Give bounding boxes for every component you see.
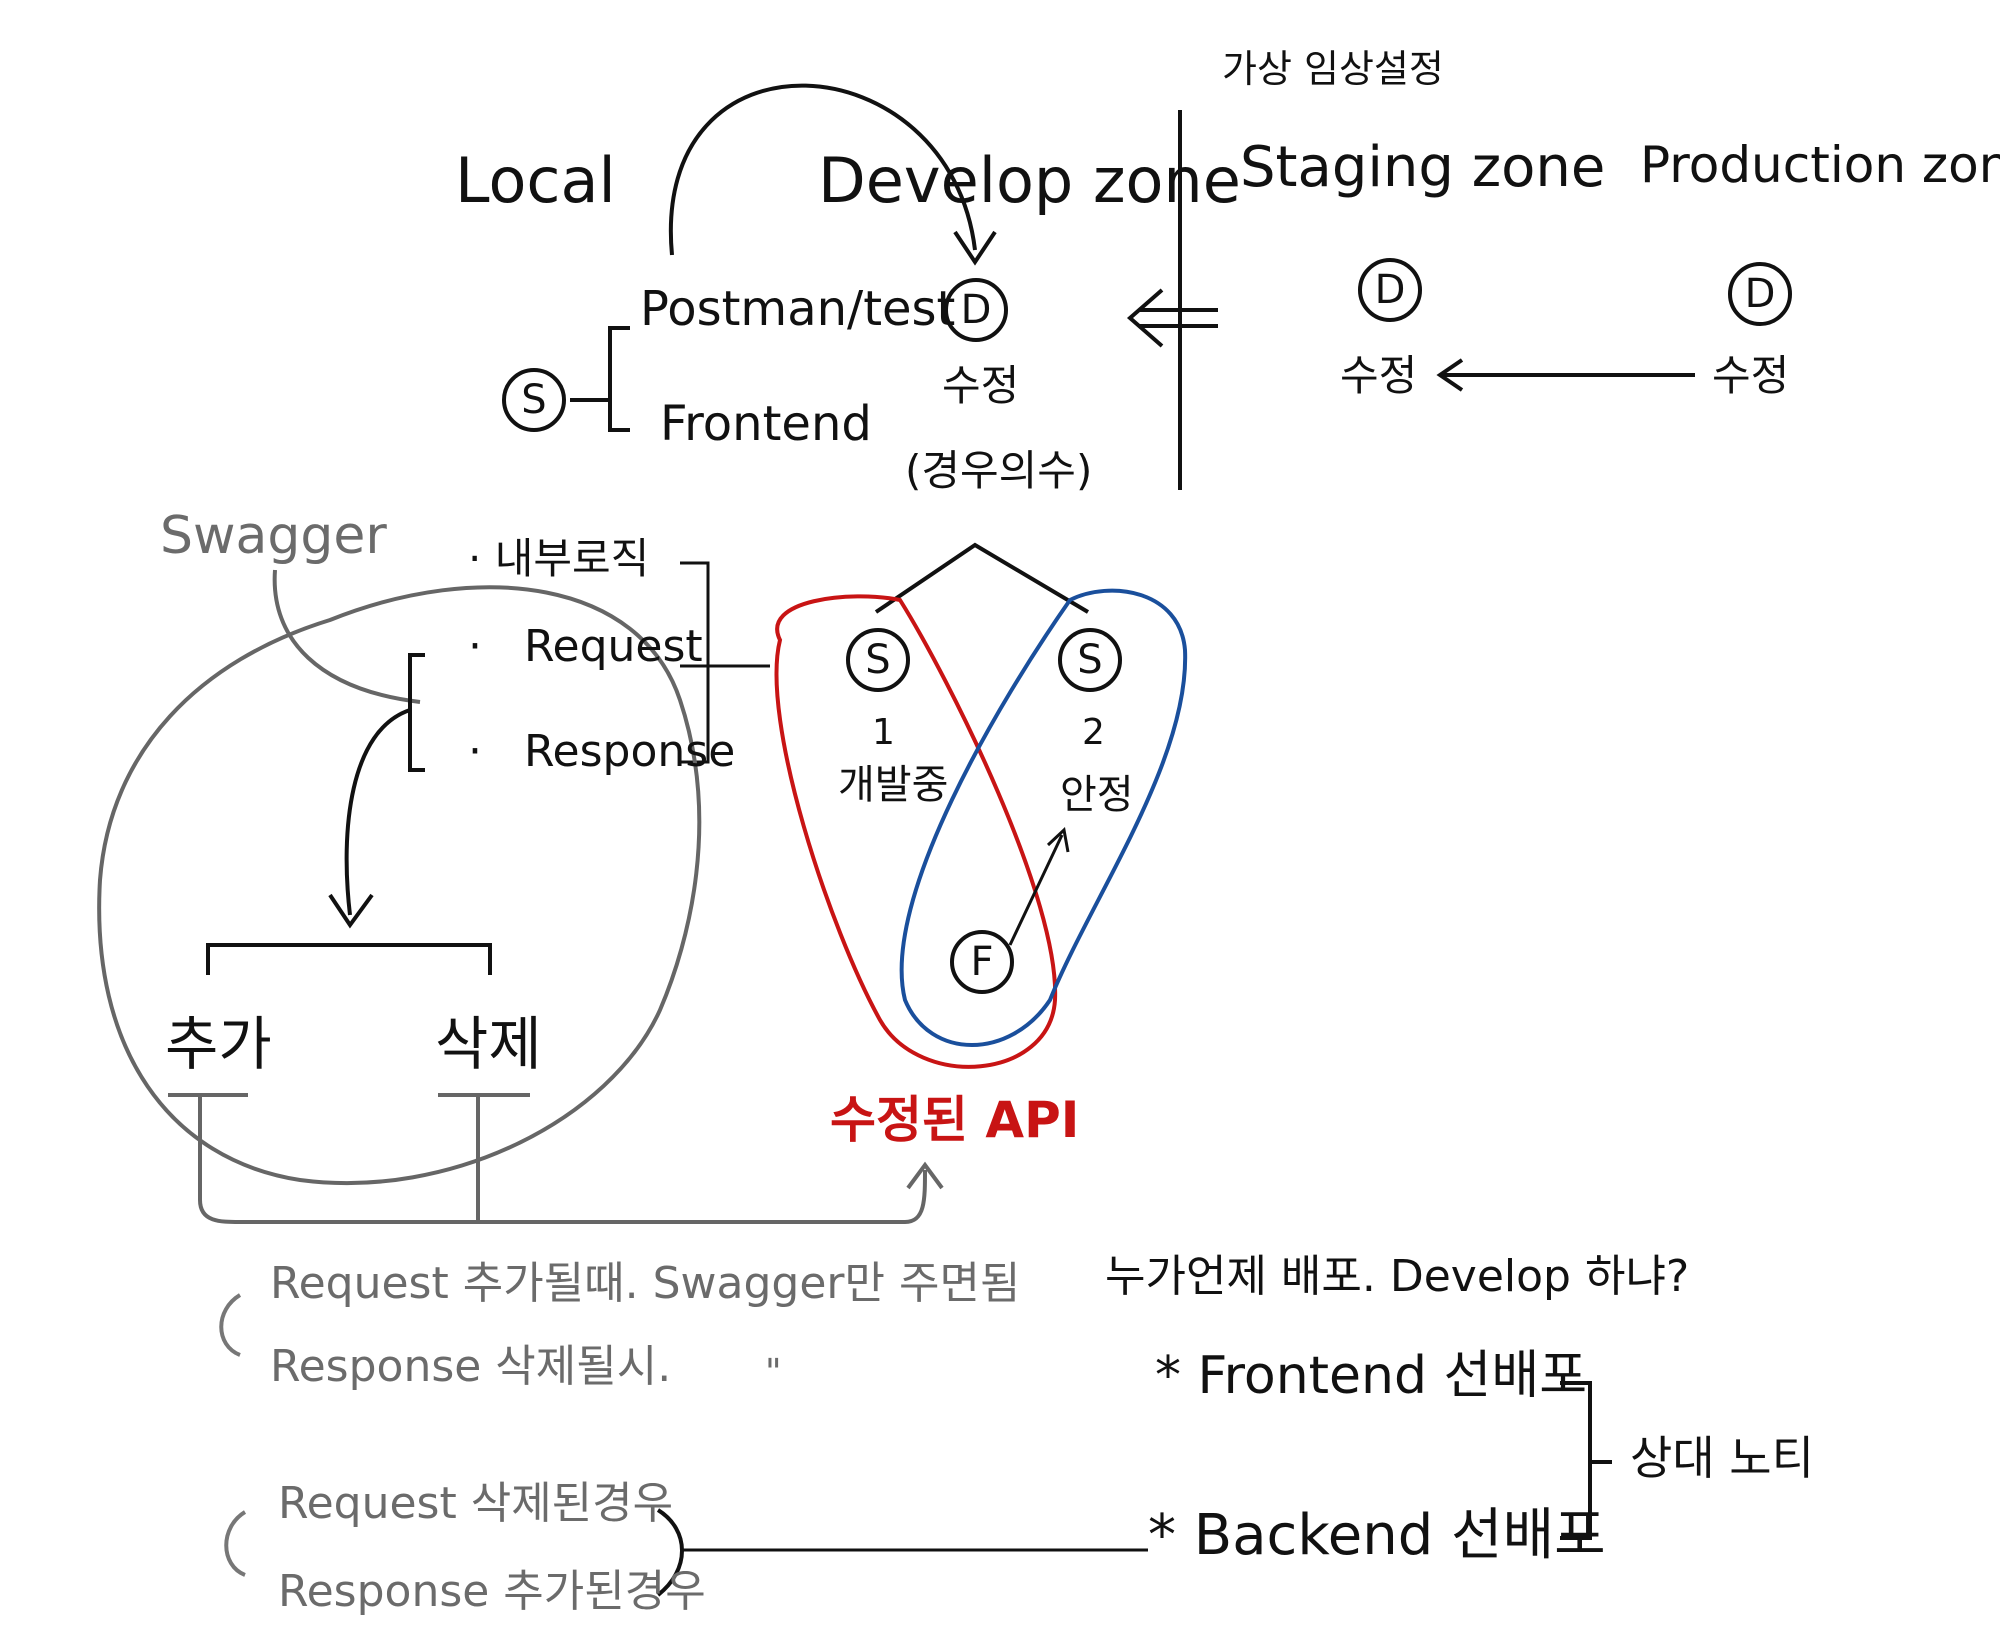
notes1-line2: Response 삭제될시. bbox=[270, 1341, 672, 1392]
add-label: 추가 bbox=[165, 1010, 272, 1078]
local-s-node: S bbox=[502, 368, 566, 432]
swagger-item-internal: · 내부로직 bbox=[468, 534, 650, 583]
red-loop bbox=[774, 594, 1058, 1069]
local-postman: Postman/test bbox=[640, 281, 956, 337]
request-text: Request bbox=[523, 621, 703, 672]
staging-fix: 수정 bbox=[1340, 351, 1418, 400]
s1-number: 1 bbox=[872, 712, 895, 753]
modified-api-label: 수정된 API bbox=[830, 1091, 1080, 1149]
local-bracket bbox=[608, 326, 630, 432]
deploy-question: 누가언제 배포. Develop 하냐? bbox=[1105, 1251, 1690, 1302]
swagger-title: Swagger bbox=[160, 506, 387, 566]
s2-node: S bbox=[1058, 628, 1122, 692]
request-response-bracket bbox=[408, 653, 425, 772]
bracket-down-arrow bbox=[344, 708, 411, 916]
response-text: Response bbox=[523, 726, 736, 777]
blue-loop bbox=[899, 588, 1188, 1047]
notes2-paren bbox=[224, 1510, 247, 1577]
production-d-node: D bbox=[1728, 262, 1792, 326]
relative-notify: 상대 노티 bbox=[1630, 1431, 1814, 1485]
local-frontend: Frontend bbox=[660, 396, 872, 452]
develop-cases: (경우의수) bbox=[905, 446, 1093, 495]
s2-number: 2 bbox=[1082, 712, 1105, 753]
staging-d-node: D bbox=[1358, 258, 1422, 322]
staging-to-develop-double-arrow bbox=[1126, 288, 1218, 348]
swagger-item-request: · Request bbox=[468, 621, 703, 672]
bracket-down-arrowhead bbox=[328, 893, 374, 929]
notes1-ditto: " bbox=[765, 1352, 782, 1393]
notes2-line2: Response 추가된경우 bbox=[278, 1566, 706, 1617]
notes2-close-paren bbox=[656, 1508, 684, 1597]
route-to-modified-api bbox=[198, 1095, 927, 1224]
production-fix: 수정 bbox=[1712, 351, 1790, 400]
zone-local: Local bbox=[455, 144, 616, 217]
postman-to-develop-arc bbox=[668, 83, 977, 256]
notes1-line1: Request 추가될때. Swagger만 주면됨 bbox=[270, 1258, 1021, 1309]
backend-first: * Backend 선배포 bbox=[1148, 1503, 1606, 1568]
s2-label: 안정 bbox=[1060, 772, 1134, 818]
swagger-pointer bbox=[272, 569, 421, 704]
develop-fix: 수정 bbox=[942, 361, 1020, 410]
delete-label: 삭제 bbox=[435, 1010, 542, 1078]
frontend-first: * Frontend 선배포 bbox=[1155, 1346, 1588, 1406]
f-to-s2-arrow bbox=[1008, 834, 1064, 946]
notes2-line1: Request 삭제된경우 bbox=[278, 1478, 674, 1529]
swagger-item-response: · Response bbox=[468, 726, 736, 777]
deploy-options-bracket bbox=[1560, 1381, 1612, 1540]
zone-production: Production zone bbox=[1640, 136, 2000, 194]
zone-staging: Staging zone bbox=[1240, 135, 1606, 200]
virtual-env-note: 가상 임상설정 bbox=[1222, 47, 1444, 91]
s1-label: 개발중 bbox=[838, 762, 949, 808]
arc-arrowhead bbox=[953, 230, 997, 266]
notes1-paren bbox=[219, 1293, 242, 1357]
zone-develop: Develop zone bbox=[818, 144, 1241, 217]
f-node: F bbox=[950, 930, 1014, 994]
add-delete-tree bbox=[206, 943, 492, 975]
develop-tree bbox=[874, 542, 1090, 614]
f-to-s2-arrowhead bbox=[1046, 827, 1070, 853]
internal-logic-text: 내부로직 bbox=[494, 534, 650, 583]
route-arrowhead bbox=[906, 1161, 944, 1190]
develop-d-node: D bbox=[944, 278, 1008, 342]
production-arrowhead bbox=[1436, 358, 1464, 392]
s1-node: S bbox=[846, 628, 910, 692]
swagger-circle bbox=[97, 585, 702, 1186]
